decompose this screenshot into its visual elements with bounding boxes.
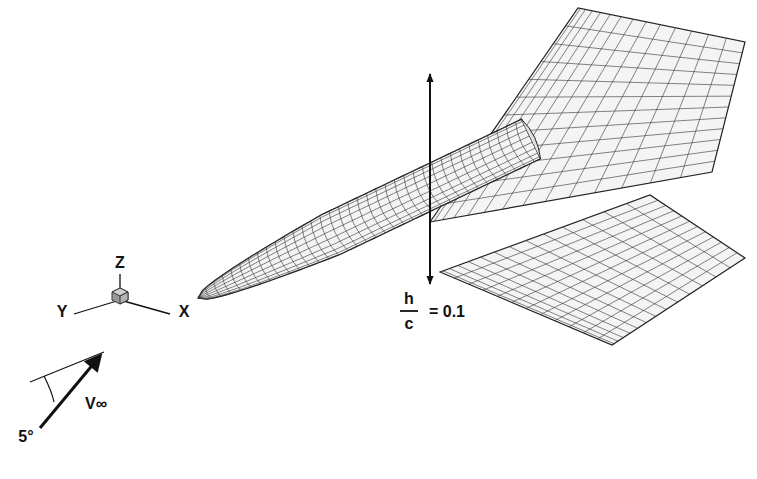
mesh-line xyxy=(302,226,319,262)
mesh-line xyxy=(385,184,404,224)
mesh-line xyxy=(650,35,708,183)
fuselage-base xyxy=(522,119,541,159)
mesh-line xyxy=(516,96,731,97)
mesh-line xyxy=(422,167,441,207)
mesh-line xyxy=(284,236,300,269)
mesh-line xyxy=(275,242,290,274)
mesh-line xyxy=(627,204,731,268)
mesh-line xyxy=(526,241,667,310)
wing-surface xyxy=(430,8,745,222)
mesh-line xyxy=(357,198,376,238)
figure-label: = 0.1 xyxy=(429,304,465,320)
height-arrow xyxy=(429,74,431,284)
mesh-line xyxy=(266,247,280,277)
mesh-line xyxy=(553,44,739,64)
figure-label: 5° xyxy=(18,429,33,445)
mesh-line xyxy=(205,288,210,299)
mesh-line xyxy=(583,220,703,286)
mesh-line xyxy=(526,227,698,309)
mesh-line xyxy=(376,189,395,229)
mesh-line xyxy=(478,140,497,180)
mesh-line xyxy=(497,216,681,296)
mesh-line xyxy=(469,144,488,184)
mesh-line xyxy=(366,193,385,233)
mesh-line xyxy=(604,212,716,277)
mesh-line xyxy=(545,22,646,202)
mesh-line xyxy=(488,135,507,175)
mesh-line xyxy=(432,162,451,202)
reference-line xyxy=(30,352,104,382)
far-wing xyxy=(430,8,745,222)
mesh-line xyxy=(320,216,339,255)
mesh-line xyxy=(509,247,656,317)
mesh-line xyxy=(516,122,535,162)
figure-label: Y xyxy=(57,304,68,320)
wing-surface xyxy=(440,195,745,345)
mesh-line xyxy=(506,126,525,166)
mesh-line xyxy=(214,281,221,296)
mesh-line xyxy=(454,200,658,278)
mesh-line xyxy=(348,202,367,242)
mesh-line xyxy=(450,153,469,193)
mesh-line xyxy=(680,38,726,177)
mesh-line xyxy=(338,207,357,247)
mesh-line xyxy=(598,253,737,339)
axis-cube xyxy=(112,288,128,304)
angle-arc xyxy=(44,376,54,402)
figure-label: Z xyxy=(115,255,125,271)
mesh-line xyxy=(541,62,737,75)
figure-label: V∞ xyxy=(85,396,107,412)
figure-label: c xyxy=(405,316,414,332)
mesh-line xyxy=(469,206,666,285)
mesh-line xyxy=(231,269,241,290)
mesh-line xyxy=(595,28,676,193)
figure-label: X xyxy=(179,304,190,320)
axis-triad xyxy=(74,274,170,314)
mesh-line xyxy=(293,231,310,266)
mesh-line xyxy=(480,257,637,328)
fraction-bar xyxy=(400,310,418,312)
figure-label: h xyxy=(404,291,414,307)
mesh-line xyxy=(468,13,601,216)
mesh-line xyxy=(449,269,618,342)
near-wing xyxy=(440,195,745,345)
mesh-line xyxy=(443,271,614,344)
mesh-line xyxy=(394,180,413,220)
mesh-line xyxy=(329,211,348,251)
mesh-line xyxy=(441,158,460,198)
velocity-arrow xyxy=(40,356,100,428)
mesh-line xyxy=(494,252,646,322)
mesh-line xyxy=(484,15,610,213)
mesh-line xyxy=(240,264,251,288)
mesh-line xyxy=(222,275,231,293)
mesh-line xyxy=(257,253,270,281)
mesh-line xyxy=(404,175,423,215)
mesh-line xyxy=(622,31,692,188)
mesh-line xyxy=(503,17,621,209)
mesh-line xyxy=(460,149,479,189)
mesh-line xyxy=(569,242,721,327)
mesh-line xyxy=(563,227,690,294)
mesh-line xyxy=(566,26,743,53)
mesh-line xyxy=(468,262,630,334)
mesh-line xyxy=(497,131,516,171)
mesh-line xyxy=(569,25,660,198)
mesh-line xyxy=(311,221,329,259)
mesh-line xyxy=(523,19,633,205)
mesh-line xyxy=(544,234,678,302)
mesh-line xyxy=(483,211,674,291)
